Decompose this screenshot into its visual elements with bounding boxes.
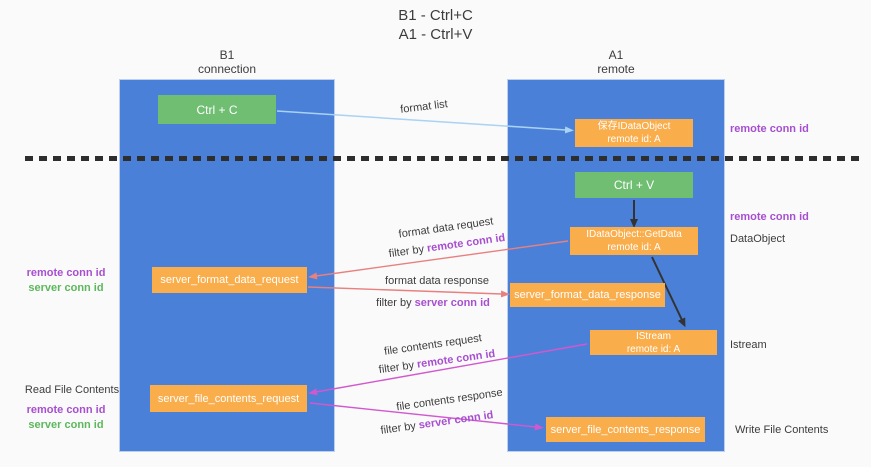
left-column-name: B1 <box>219 48 235 62</box>
istream-side-label: Istream <box>730 339 767 351</box>
right-column-header: A1 remote <box>507 48 725 76</box>
ctrl-v-label: Ctrl + V <box>613 178 655 192</box>
read-file-contents-label: Read File Contents <box>24 384 120 396</box>
format-list-arrow <box>276 110 574 134</box>
remote-conn-id-label-left1: remote conn id <box>26 267 106 279</box>
save-idataobject-box: 保存IDataObject remote id: A <box>575 119 693 147</box>
save-idataobject-line1: 保存IDataObject <box>597 121 671 132</box>
left-conn-id-stack-format: remote conn id server conn id <box>18 266 114 296</box>
istream-line1: IStream <box>635 330 671 342</box>
server-format-data-request-label: server_format_data_request <box>160 274 299 286</box>
diagram-title: B1 - Ctrl+C A1 - Ctrl+V <box>0 6 871 44</box>
istream-box: IStream remote id: A <box>590 330 717 355</box>
format-response-filter-label: filter by server conn id <box>370 297 496 309</box>
server-file-contents-request-label: server_file_contents_request <box>157 392 300 405</box>
istream-line2: remote id: A <box>626 343 681 355</box>
save-idataobject-line2: remote id: A <box>607 134 661 145</box>
filter-by-text: filter by <box>376 297 415 309</box>
title-line-1: B1 - Ctrl+C <box>398 7 473 24</box>
ctrl-v-box: Ctrl + V <box>575 172 693 198</box>
right-column-subtitle: remote <box>597 62 635 76</box>
session-divider-dashed-line <box>25 156 863 161</box>
left-conn-id-stack-file: remote conn id server conn id <box>18 403 114 433</box>
server-file-contents-response-box: server_file_contents_response <box>546 417 705 442</box>
server-file-contents-response-label: server_file_contents_response <box>550 423 701 436</box>
dataobject-label: DataObject <box>730 233 786 245</box>
ctrl-c-label: Ctrl + C <box>196 102 238 117</box>
write-file-contents-label: Write File Contents <box>735 424 829 436</box>
format-response-arrow <box>307 286 510 298</box>
format-response-label: format data response <box>385 275 489 287</box>
left-column-header: B1 connection <box>119 48 335 76</box>
getdata-line2: remote id: A <box>607 242 661 253</box>
format-request-arrow <box>308 240 569 280</box>
right-column-name: A1 <box>608 48 624 62</box>
getdata-box: IDataObject::GetData remote id: A <box>570 227 698 255</box>
remote-conn-id-label-top-right: remote conn id <box>730 123 809 135</box>
server-format-data-request-box: server_format_data_request <box>152 267 307 293</box>
server-conn-id-inline: server conn id <box>414 297 490 309</box>
server-format-data-response-label: server_format_data_response <box>514 289 661 301</box>
title-line-2: A1 - Ctrl+V <box>398 26 473 43</box>
left-column-subtitle: connection <box>197 62 257 76</box>
server-conn-id-label-left1: server conn id <box>28 282 104 294</box>
server-file-contents-request-box: server_file_contents_request <box>150 385 307 412</box>
getdata-line1: IDataObject::GetData <box>586 229 682 240</box>
ctrl-c-box: Ctrl + C <box>158 95 276 124</box>
remote-conn-id-label-left2: remote conn id <box>26 404 106 416</box>
server-format-data-response-box: server_format_data_response <box>510 283 665 307</box>
file-response-arrow <box>309 402 544 431</box>
server-conn-id-label-left2: server conn id <box>28 419 104 431</box>
getdata-to-istream-arrow <box>651 256 686 328</box>
remote-conn-id-label-mid-right: remote conn id <box>730 211 809 223</box>
file-request-arrow <box>308 343 588 396</box>
